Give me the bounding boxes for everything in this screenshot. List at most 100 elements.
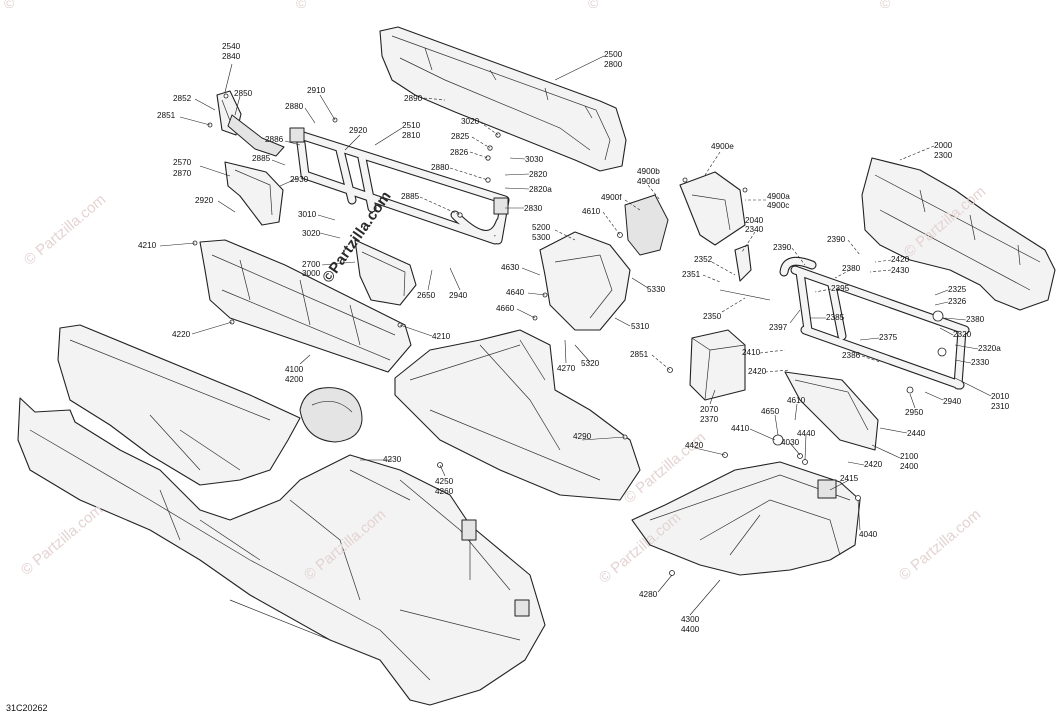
callout-4660: 4660 <box>496 304 515 313</box>
callout-4900a: 4900a <box>767 192 790 201</box>
callout-2320a: 2320a <box>978 344 1001 353</box>
callout-2340: 2340 <box>745 225 764 234</box>
tube-frame-2510 <box>289 127 510 245</box>
panel-2000 <box>861 157 1056 311</box>
callout-2380: 2380 <box>966 315 985 324</box>
callout-2330: 2330 <box>971 358 990 367</box>
callout-3020: 3020 <box>461 117 480 126</box>
callout-3010: 3010 <box>298 210 317 219</box>
callout-2397: 2397 <box>769 323 788 332</box>
callout-2570: 2570 <box>173 158 192 167</box>
callout-4900b: 4900b <box>637 167 660 176</box>
callout-2920: 2920 <box>349 126 368 135</box>
callout-2440: 2440 <box>907 429 926 438</box>
bracket-5200 <box>539 231 631 331</box>
callout-4640: 4640 <box>506 288 525 297</box>
callout-3030: 3030 <box>525 155 544 164</box>
callout-2400: 2400 <box>900 462 919 471</box>
callout-5330: 5330 <box>647 285 666 294</box>
callout-4650: 4650 <box>761 407 780 416</box>
leader-lines <box>159 55 992 616</box>
callout-2920: 2920 <box>195 196 214 205</box>
callout-2700: 2700 <box>302 260 321 269</box>
watermark-fragment: © <box>4 0 15 11</box>
callout-2880: 2880 <box>431 163 450 172</box>
callout-2420: 2420 <box>864 460 883 469</box>
part-4900b <box>624 194 669 256</box>
callout-2826: 2826 <box>450 148 469 157</box>
callout-2880: 2880 <box>285 102 304 111</box>
callout-2430: 2430 <box>891 266 910 275</box>
watermark-fragment: © <box>296 0 307 11</box>
callout-2310: 2310 <box>991 402 1010 411</box>
callout-4300: 4300 <box>681 615 700 624</box>
callout-4210: 4210 <box>432 332 451 341</box>
callout-4900f: 4900f <box>601 193 622 202</box>
callout-4440: 4440 <box>797 429 816 438</box>
callout-2825: 2825 <box>451 132 470 141</box>
callout-4280: 4280 <box>639 590 658 599</box>
callout-2885: 2885 <box>401 192 420 201</box>
callout-4200: 4200 <box>285 375 304 384</box>
callout-4400: 4400 <box>681 625 700 634</box>
panel-2700 <box>354 239 417 306</box>
callout-2886: 2886 <box>265 135 284 144</box>
bracket-2040 <box>734 244 752 282</box>
callout-2852: 2852 <box>173 94 192 103</box>
callout-4900c: 4900c <box>767 201 790 210</box>
callout-4250: 4250 <box>435 477 454 486</box>
callout-5300: 5300 <box>532 233 551 242</box>
callout-2100: 2100 <box>900 452 919 461</box>
watermark-fragment: © <box>588 0 599 11</box>
drawing-code: 31C20262 <box>6 703 48 713</box>
callout-3020: 3020 <box>302 229 321 238</box>
callout-4260: 4260 <box>435 487 454 496</box>
callout-2840: 2840 <box>222 52 241 61</box>
callout-2940: 2940 <box>943 397 962 406</box>
callout-2510: 2510 <box>402 121 421 130</box>
callout-2352: 2352 <box>694 255 713 264</box>
callout-2385: 2385 <box>826 313 845 322</box>
callout-2380: 2380 <box>842 264 861 273</box>
callout-2830: 2830 <box>524 204 543 213</box>
callout-2375: 2375 <box>879 333 898 342</box>
callout-4610: 4610 <box>582 207 601 216</box>
upper-cover-panel <box>57 324 301 486</box>
callout-4100: 4100 <box>285 365 304 374</box>
callout-2910: 2910 <box>307 86 326 95</box>
callout-2930: 2930 <box>290 175 309 184</box>
callout-2420: 2420 <box>891 255 910 264</box>
callout-4420: 4420 <box>685 441 704 450</box>
callout-2820a: 2820a <box>529 185 552 194</box>
skid-plate-4300 <box>631 461 861 576</box>
callout-2390: 2390 <box>827 235 846 244</box>
callout-4290: 4290 <box>573 432 592 441</box>
callout-2820: 2820 <box>529 170 548 179</box>
callout-2850: 2850 <box>234 89 253 98</box>
callout-2950: 2950 <box>905 408 924 417</box>
cover-2570 <box>224 161 284 226</box>
callout-4630: 4630 <box>501 263 520 272</box>
callout-4210: 4210 <box>138 241 157 250</box>
callout-4900d: 4900d <box>637 177 660 186</box>
callout-2350: 2350 <box>703 312 722 321</box>
callout-4610: 4610 <box>787 396 806 405</box>
callout-3000: 3000 <box>302 269 321 278</box>
callout-2420: 2420 <box>748 367 767 376</box>
box-2070 <box>689 329 746 401</box>
callout-2351: 2351 <box>682 270 701 279</box>
callout-2800: 2800 <box>604 60 623 69</box>
callout-2500: 2500 <box>604 50 623 59</box>
callout-2300: 2300 <box>934 151 953 160</box>
callout-2370: 2370 <box>700 415 719 424</box>
trough-4250 <box>394 329 641 501</box>
callout-2851: 2851 <box>630 350 649 359</box>
callout-2885: 2885 <box>252 154 271 163</box>
callout-4410: 4410 <box>731 424 750 433</box>
callout-4270: 4270 <box>557 364 576 373</box>
side-panel-2500 <box>379 26 627 172</box>
part-4900a <box>679 171 746 246</box>
callout-2890: 2890 <box>404 94 423 103</box>
strap-2850 <box>227 114 285 157</box>
